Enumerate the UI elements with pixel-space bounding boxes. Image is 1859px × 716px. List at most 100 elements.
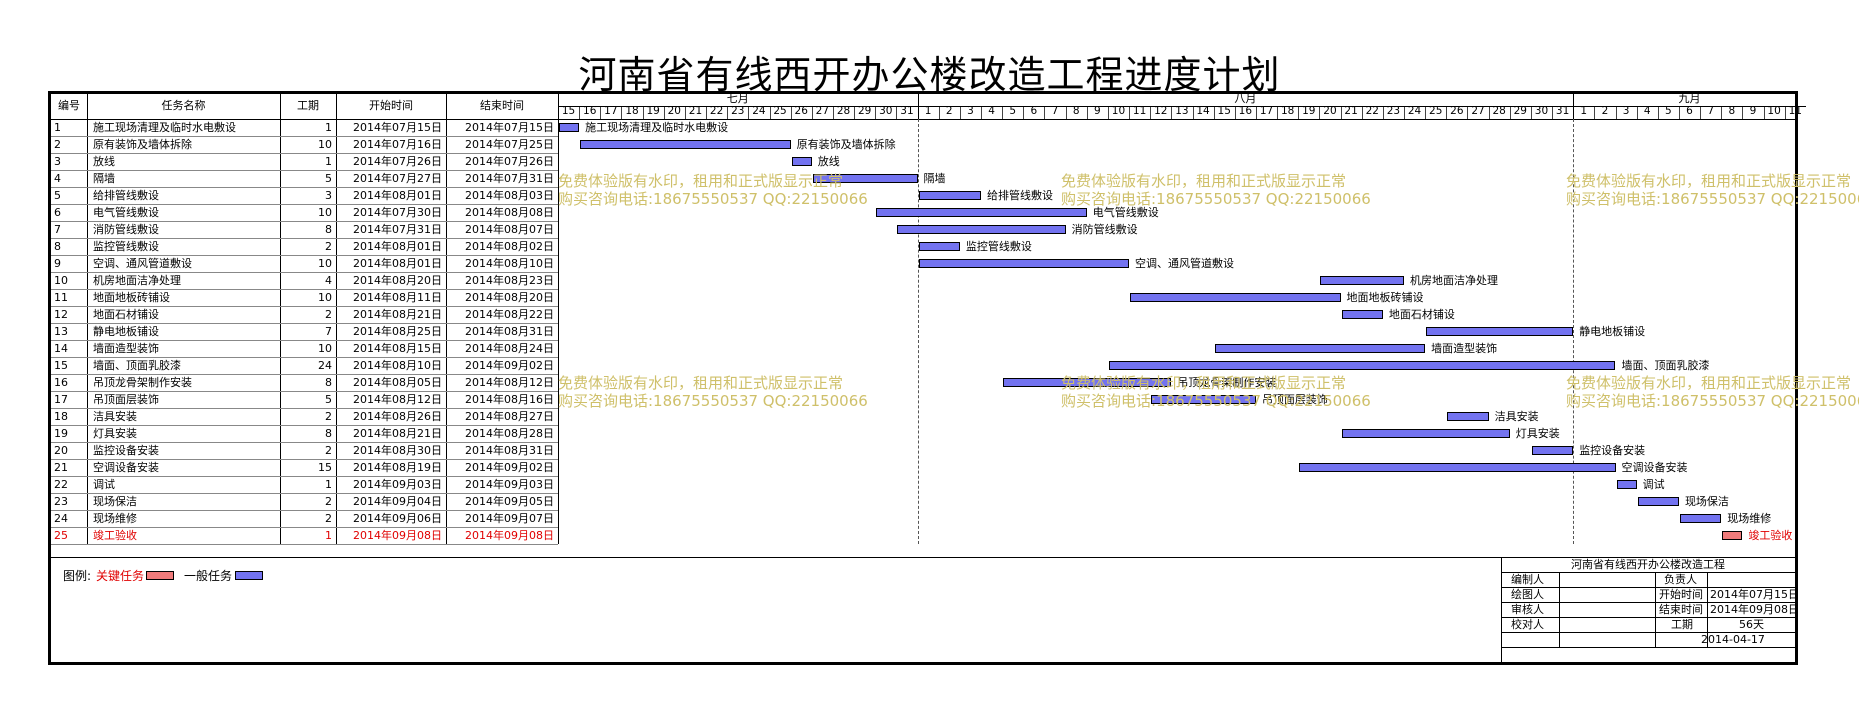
day-tick <box>875 106 877 119</box>
info-start-label: 开始时间 <box>1659 588 1703 601</box>
row-line <box>51 136 558 137</box>
task-name: 现场维修 <box>93 512 137 525</box>
row-line <box>51 306 558 307</box>
task-duration: 8 <box>325 376 332 389</box>
day-tick <box>1784 106 1786 119</box>
task-bar-label: 监控管线敷设 <box>965 240 1032 253</box>
footer-divider <box>51 557 1795 558</box>
day-tick <box>1615 106 1617 119</box>
task-bar <box>791 157 812 166</box>
day-label: 26 <box>1450 105 1464 117</box>
day-label: 16 <box>583 105 597 117</box>
row-line <box>51 476 558 477</box>
task-name: 地面地板砖铺设 <box>93 291 170 304</box>
task-start: 2014年09月08日 <box>353 529 442 542</box>
day-label: 20 <box>667 105 681 117</box>
task-bar-label: 消防管线敷设 <box>1071 223 1138 236</box>
row-line <box>51 493 558 494</box>
day-label: 24 <box>1407 105 1422 117</box>
day-tick <box>663 106 665 119</box>
task-duration: 7 <box>325 325 332 338</box>
task-bar <box>918 242 960 251</box>
task-no: 6 <box>54 206 61 219</box>
day-label: 18 <box>1280 105 1295 117</box>
task-bar <box>1108 361 1616 370</box>
day-tick <box>1446 106 1448 119</box>
watermark-line2: 购买咨询电话:18675550537 QQ:22150066 <box>1566 190 1859 208</box>
task-bar <box>580 140 791 149</box>
month-label: 七月 <box>726 92 749 105</box>
info-end-label: 结束时间 <box>1659 603 1703 616</box>
day-tick <box>1657 106 1659 119</box>
task-start: 2014年08月01日 <box>353 189 442 202</box>
task-duration: 10 <box>318 257 332 270</box>
day-tick <box>1509 106 1511 119</box>
info-owner-label: 负责人 <box>1664 573 1697 586</box>
day-tick <box>938 106 940 119</box>
task-bar-label: 机房地面洁净处理 <box>1410 274 1498 287</box>
task-no: 9 <box>54 257 61 270</box>
task-start: 2014年08月25日 <box>353 325 442 338</box>
day-tick <box>1552 106 1554 119</box>
task-start: 2014年07月26日 <box>353 155 442 168</box>
day-label: 27 <box>1471 105 1485 117</box>
day-label: 16 <box>1238 105 1253 117</box>
day-label: 17 <box>1259 105 1274 117</box>
task-start: 2014年07月15日 <box>353 121 442 134</box>
task-start: 2014年08月20日 <box>353 274 442 287</box>
day-tick <box>1721 106 1723 119</box>
row-line <box>51 391 558 392</box>
day-tick <box>981 106 982 119</box>
task-name: 给排管线敷设 <box>93 189 159 202</box>
task-bar-label: 给排管线敷设 <box>987 189 1053 202</box>
legend-critical-label: 关键任务 <box>96 569 145 583</box>
info-checker-label: 校对人 <box>1511 618 1544 631</box>
task-bar <box>876 208 1087 217</box>
day-tick <box>1488 106 1490 119</box>
task-bar <box>1320 276 1404 285</box>
task-duration: 2 <box>325 240 332 253</box>
row-line <box>51 221 558 222</box>
task-no: 25 <box>54 529 68 542</box>
day-tick <box>684 106 686 119</box>
task-no: 21 <box>54 461 68 474</box>
day-label: 14 <box>1196 105 1210 117</box>
task-bar-label: 吊顶龙骨架制作安装 <box>1177 376 1277 389</box>
row-line <box>51 425 558 426</box>
row-line <box>51 408 558 409</box>
task-bar-label: 空调设备安装 <box>1621 461 1688 474</box>
column-line <box>87 94 88 544</box>
task-bar <box>1531 446 1574 455</box>
day-label: 23 <box>731 105 745 117</box>
row-line <box>51 544 558 545</box>
task-bar <box>918 191 981 200</box>
day-tick <box>1700 106 1702 119</box>
day-tick <box>832 106 834 119</box>
task-bar-label: 墙面、顶面乳胶漆 <box>1621 359 1710 372</box>
task-end: 2014年08月08日 <box>465 206 554 219</box>
day-label: 17 <box>604 105 618 117</box>
task-bar-label: 电气管线敷设 <box>1092 206 1159 219</box>
day-tick <box>1382 106 1384 119</box>
day-label: 7 <box>1051 105 1059 117</box>
task-end: 2014年07月31日 <box>465 172 554 185</box>
day-label: 8 <box>1072 105 1080 117</box>
task-name: 灯具安装 <box>93 427 137 440</box>
task-end: 2014年08月27日 <box>465 410 554 423</box>
task-start: 2014年08月05日 <box>353 376 442 389</box>
task-duration: 8 <box>325 427 332 440</box>
header-line <box>51 119 1795 120</box>
day-label: 8 <box>1728 105 1736 117</box>
task-name: 消防管线敷设 <box>93 223 159 236</box>
task-end: 2014年09月07日 <box>465 512 554 525</box>
task-bar-label: 原有装饰及墙体拆除 <box>796 138 896 151</box>
day-label: 4 <box>1643 105 1651 117</box>
task-no: 10 <box>54 274 68 287</box>
